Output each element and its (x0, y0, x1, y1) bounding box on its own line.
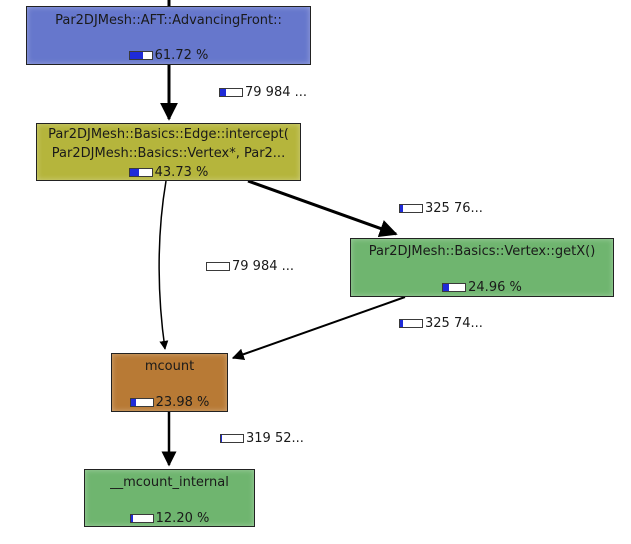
cost-bar (442, 283, 467, 292)
cost-percent: 43.73 % (154, 165, 209, 180)
node-label-line2: Par2DJMesh::Basics::Vertex*, Par2... (51, 146, 286, 161)
call-count-bar (220, 434, 244, 443)
call-count-text: 325 76... (425, 201, 483, 216)
edge-call-count-label[interactable]: 325 76... (399, 201, 483, 216)
node-label: Par2DJMesh::Basics::Vertex::getX() (368, 244, 596, 259)
node-advancing-front[interactable]: Par2DJMesh::AFT::AdvancingFront:: 61.72 … (26, 6, 311, 65)
node-vertex-getx[interactable]: Par2DJMesh::Basics::Vertex::getX() 24.96… (350, 238, 614, 297)
node-label-line1: Par2DJMesh::Basics::Edge::intercept( (48, 127, 289, 142)
cost-percent: 61.72 % (154, 48, 209, 63)
node-edge-intercept[interactable]: Par2DJMesh::Basics::Edge::intercept( Par… (36, 123, 301, 181)
node-mcount[interactable]: mcount 23.98 % (111, 353, 228, 412)
cost-bar (128, 168, 153, 177)
call-count-text: 79 984 ... (232, 259, 295, 274)
cost-percent: 24.96 % (468, 280, 522, 295)
call-count-bar (219, 88, 243, 97)
cost-bar (129, 398, 154, 407)
cost-bar (129, 514, 154, 523)
call-count-text: 319 52... (246, 431, 304, 446)
node-label: Par2DJMesh::AFT::AdvancingFront:: (55, 13, 282, 28)
edge-call-count-label[interactable]: 319 52... (220, 431, 304, 446)
edge-intercept-mcount[interactable] (158, 180, 169, 350)
cost-bar (128, 51, 153, 60)
edge-getx-mcount[interactable] (231, 296, 406, 361)
edge-intercept-getx[interactable] (247, 179, 398, 238)
call-count-text: 325 74... (425, 316, 483, 331)
node-label: mcount (144, 359, 195, 374)
edge-call-count-label[interactable]: 79 984 ... (206, 259, 294, 274)
cost-percent: 23.98 % (155, 395, 210, 410)
call-count-text: 79 984 ... (245, 85, 308, 100)
node-label: __mcount_internal (110, 475, 229, 490)
call-count-bar (206, 262, 230, 271)
edge-call-count-label[interactable]: 79 984 ... (219, 85, 307, 100)
node-mcount-internal[interactable]: __mcount_internal 12.20 % (84, 469, 255, 527)
call-count-bar (399, 319, 423, 328)
edge-call-count-label[interactable]: 325 74... (399, 316, 483, 331)
call-count-bar (399, 204, 423, 213)
cost-percent: 12.20 % (155, 511, 210, 526)
